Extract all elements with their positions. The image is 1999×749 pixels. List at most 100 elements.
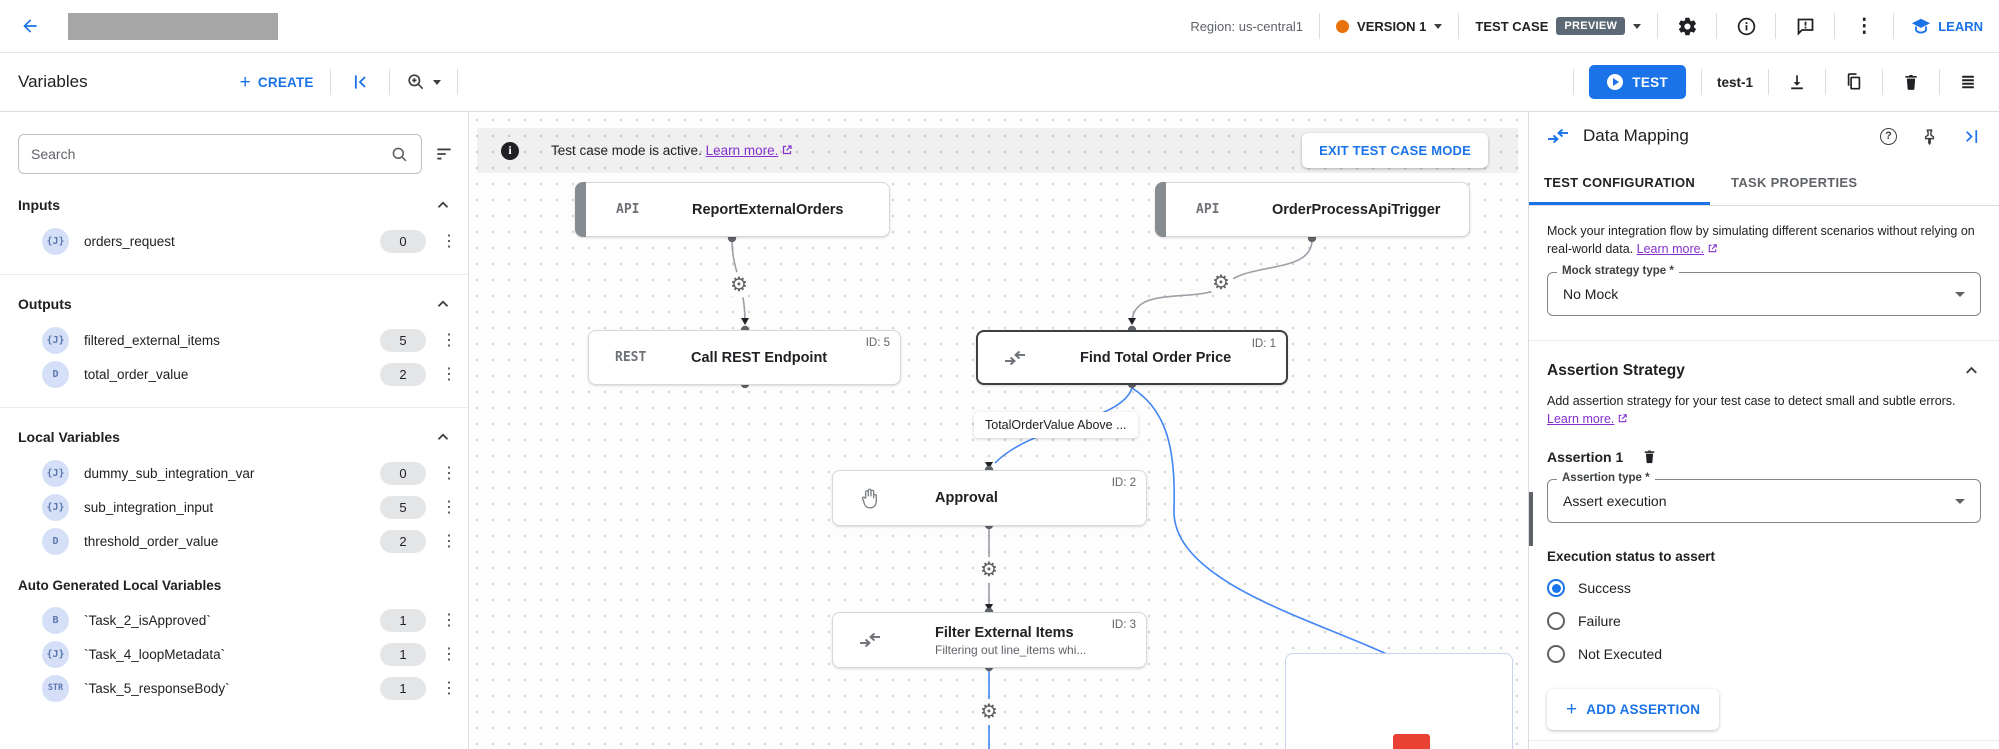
exit-test-case-mode-button[interactable]: EXIT TEST CASE MODE — [1302, 133, 1488, 168]
more-vert-icon[interactable]: ⋮ — [441, 680, 457, 697]
logs-list-button[interactable] — [1955, 69, 1981, 95]
chevron-down-icon — [1434, 23, 1443, 29]
divider — [1700, 69, 1702, 95]
test-case-dropdown[interactable]: TEST CASE PREVIEW — [1475, 17, 1642, 35]
variable-row[interactable]: D total_order_value 2 ⋮ — [0, 357, 468, 391]
test-mode-banner: i Test case mode is active. Learn more. … — [477, 128, 1518, 173]
variable-row[interactable]: D threshold_order_value 2 ⋮ — [0, 524, 468, 558]
field-label: Assertion type * — [1557, 472, 1655, 484]
test-button[interactable]: TEST — [1589, 65, 1686, 99]
variable-search[interactable] — [18, 134, 422, 174]
add-assertion-button[interactable]: + ADD ASSERTION — [1547, 689, 1720, 730]
more-vert-icon[interactable]: ⋮ — [441, 646, 457, 663]
chevron-up-icon[interactable] — [434, 428, 452, 446]
variable-row[interactable]: {J} filtered_external_items 5 ⋮ — [0, 323, 468, 357]
more-vert-icon[interactable]: ⋮ — [441, 366, 457, 383]
node-filter-external-items[interactable]: ID: 3 Filter External Items Filtering ou… — [832, 612, 1147, 668]
mock-strategy-select[interactable]: Mock strategy type * No Mock — [1547, 265, 1981, 316]
node-call-rest-endpoint[interactable]: ID: 5 REST Call REST Endpoint — [588, 330, 901, 385]
copy-button[interactable] — [1841, 69, 1867, 95]
usage-count-badge: 1 — [380, 608, 426, 632]
top-app-bar: Region: us-central1 VERSION 1 TEST CASE … — [0, 0, 1999, 52]
node-report-external-orders[interactable]: API ReportExternalOrders — [575, 182, 890, 237]
edge-settings-gear-icon[interactable]: ⚙ — [726, 272, 752, 298]
mock-learn-more-link[interactable]: Learn more. — [1636, 242, 1705, 256]
variable-row[interactable]: B `Task_2_isApproved` 1 ⋮ — [0, 603, 468, 637]
assertion-type-select[interactable]: Assertion type * Assert execution — [1547, 472, 1981, 523]
node-approval[interactable]: ID: 2 Approval — [832, 470, 1147, 526]
more-vert-icon[interactable]: ⋮ — [441, 233, 457, 250]
more-vert-icon[interactable]: ⋮ — [441, 533, 457, 550]
variable-row[interactable]: {J} orders_request 0 ⋮ — [0, 224, 468, 258]
variable-row[interactable]: {J} `Task_4_loopMetadata` 1 ⋮ — [0, 637, 468, 671]
external-link-icon — [1619, 414, 1628, 423]
more-vert-icon[interactable]: ⋮ — [441, 499, 457, 516]
feedback-button[interactable] — [1792, 13, 1818, 39]
learn-label: LEARN — [1938, 18, 1983, 34]
download-button[interactable] — [1784, 69, 1810, 95]
tab-test-configuration[interactable]: TEST CONFIGURATION — [1529, 160, 1710, 205]
divider — [388, 69, 390, 95]
assertion-description: Add assertion strategy for your test cas… — [1547, 394, 1956, 408]
banner-learn-more-link[interactable]: Learn more. — [705, 143, 779, 158]
usage-count-badge: 0 — [380, 229, 426, 253]
radio-button-icon[interactable] — [1547, 579, 1565, 597]
usage-count-badge: 5 — [380, 328, 426, 352]
node-find-total-order-price[interactable]: ID: 1 Find Total Order Price — [976, 330, 1288, 385]
radio-label: Failure — [1578, 613, 1621, 629]
section-title: Assertion Strategy — [1547, 361, 1685, 379]
error-badge — [1393, 734, 1430, 749]
task-id-label: ID: 2 — [1111, 477, 1136, 489]
more-vert-icon[interactable]: ⋮ — [441, 612, 457, 629]
collapse-panel-button[interactable] — [347, 69, 373, 95]
variable-row[interactable]: STR `Task_5_responseBody` 1 ⋮ — [0, 671, 468, 705]
radio-success[interactable]: Success — [1547, 579, 1981, 597]
more-vert-icon[interactable]: ⋮ — [441, 465, 457, 482]
edge-settings-gear-icon[interactable]: ⚙ — [976, 557, 1002, 583]
offscreen-task-node[interactable] — [1285, 653, 1513, 749]
more-vert-icon[interactable]: ⋮ — [441, 332, 457, 349]
double-type-icon: D — [42, 360, 69, 388]
create-variable-button[interactable]: + CREATE — [240, 73, 314, 92]
learn-button[interactable]: LEARN — [1910, 16, 1983, 36]
radio-not-executed[interactable]: Not Executed — [1547, 645, 1981, 663]
radio-button-icon[interactable] — [1547, 645, 1565, 663]
integration-flow-canvas[interactable]: ⚙ ⚙ ⚙ ⚙ i Test case mode is active. Lear… — [469, 112, 1528, 749]
edge-settings-gear-icon[interactable]: ⚙ — [1208, 270, 1234, 296]
divider — [1458, 13, 1460, 39]
sort-icon[interactable] — [434, 144, 454, 164]
radio-button-icon[interactable] — [1547, 612, 1565, 630]
edge-settings-gear-icon[interactable]: ⚙ — [976, 699, 1002, 725]
zoom-dropdown[interactable] — [406, 69, 441, 95]
settings-button[interactable] — [1674, 13, 1700, 39]
chevron-up-icon[interactable] — [434, 295, 452, 313]
delete-button[interactable] — [1898, 69, 1924, 95]
pin-icon[interactable] — [1921, 128, 1938, 145]
task-id-label: ID: 3 — [1111, 619, 1136, 631]
json-type-icon: {J} — [42, 326, 69, 354]
variable-row[interactable]: {J} sub_integration_input 5 ⋮ — [0, 490, 468, 524]
more-options-button[interactable]: ⋮ — [1851, 13, 1877, 39]
help-icon[interactable]: ? — [1880, 127, 1897, 145]
collapse-right-icon[interactable] — [1962, 127, 1981, 146]
assertion-learn-more-link[interactable]: Learn more. — [1547, 412, 1615, 426]
panel-scrollbar[interactable] — [1529, 492, 1533, 546]
radio-failure[interactable]: Failure — [1547, 612, 1981, 630]
task-description: Filtering out line_items whi... — [935, 642, 1087, 657]
edge-condition-label[interactable]: TotalOrderValue Above ... — [974, 412, 1138, 438]
delete-assertion-trash-icon[interactable] — [1641, 448, 1658, 465]
search-input[interactable] — [31, 146, 390, 162]
tab-task-properties[interactable]: TASK PROPERTIES — [1731, 175, 1858, 190]
section-outputs: Outputs — [0, 275, 468, 323]
version-dropdown[interactable]: VERSION 1 — [1336, 19, 1443, 34]
radio-label: Success — [1578, 580, 1631, 596]
search-icon — [392, 147, 407, 161]
chevron-up-icon[interactable] — [1962, 361, 1981, 380]
variable-row[interactable]: {J} dummy_sub_integration_var 0 ⋮ — [0, 456, 468, 490]
info-button[interactable] — [1733, 13, 1759, 39]
section-local-variables: Local Variables — [0, 408, 468, 456]
chevron-up-icon[interactable] — [434, 196, 452, 214]
node-order-process-api-trigger[interactable]: API OrderProcessApiTrigger — [1155, 182, 1470, 237]
back-button[interactable] — [16, 12, 44, 40]
api-trigger-icon: API — [1196, 202, 1220, 217]
